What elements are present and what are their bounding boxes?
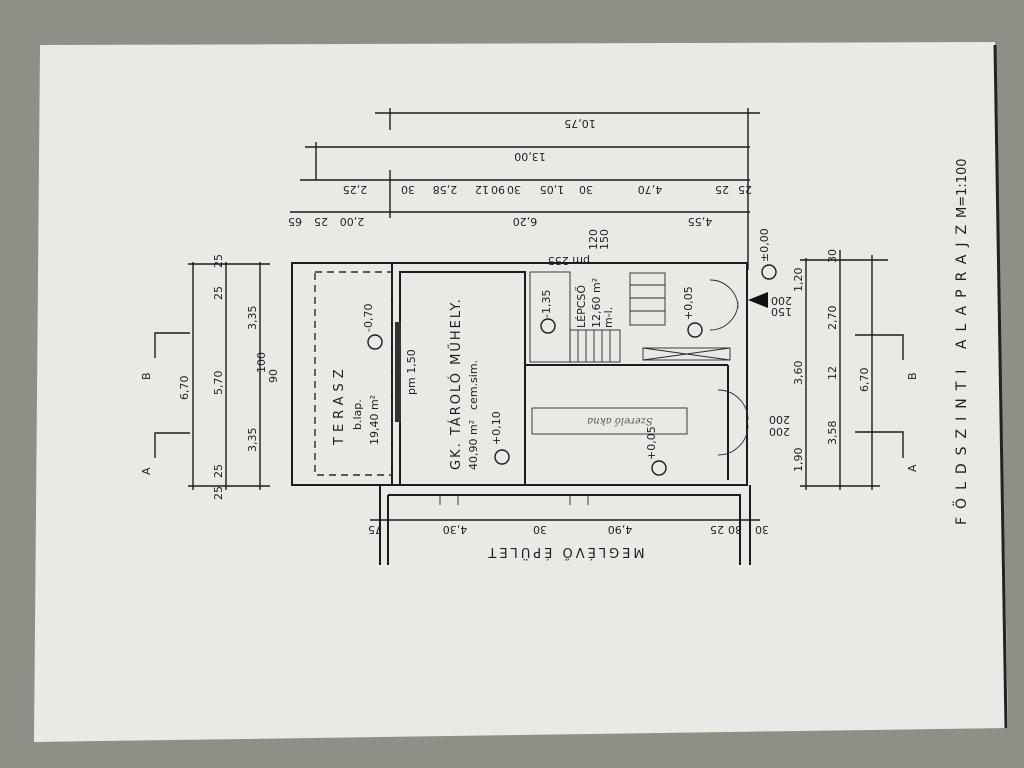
dim-label: 2,70 <box>826 306 839 331</box>
dim-label: 25 <box>212 254 225 268</box>
garage-area: 40,90 m² <box>467 420 480 470</box>
level-marker-icon <box>687 322 703 338</box>
terrace-level: -0,70 <box>362 304 375 332</box>
dim-label: 2,58 <box>433 183 458 196</box>
dim-label: 1,90 <box>792 448 805 473</box>
opening-label: 200 <box>769 413 790 426</box>
dim-label: 3,35 <box>246 428 259 453</box>
paper-sheet <box>34 42 1008 742</box>
window-main-label: pm 1,50 <box>405 349 418 395</box>
dim-label: 30 <box>728 523 742 536</box>
terrace-area: 19,40 m² <box>368 395 381 445</box>
dim-label: 25 <box>710 523 724 536</box>
right-dimensions: 1,20 3,60 1,90 30 2,70 12 3,58 6,70 B A <box>792 249 919 490</box>
dim-label: 12 <box>475 183 489 196</box>
dim-label: 65 <box>288 215 302 228</box>
existing-building-label: MEGLÉVŐ ÉPÜLET <box>485 544 644 561</box>
dim-label: 25 <box>738 183 752 196</box>
opening-label: 200 <box>771 294 792 307</box>
terrace-floor: b.lap. <box>351 399 364 430</box>
level-marker-icon <box>367 334 383 350</box>
stair-name: LÉPCSŐ <box>574 285 588 328</box>
garage-level: +0,10 <box>490 411 503 445</box>
dim-label: 25 <box>212 486 225 500</box>
section-a-label-right: A <box>906 464 919 472</box>
entrance-level: ±0,00 <box>758 228 771 262</box>
dim-label: 25 <box>715 183 729 196</box>
dim-label: 25 <box>212 286 225 300</box>
left-dimensions: 6,70 25 5,70 25 25 3,35 3,35 25 B A <box>140 254 270 500</box>
dim-label: 4,55 <box>688 215 713 228</box>
dim-label: 75 <box>368 523 382 536</box>
opening-label: 120 <box>587 229 600 250</box>
level-marker-icon <box>651 460 667 476</box>
dim-label: 4,30 <box>443 523 468 536</box>
hall-level: +0,05 <box>682 286 695 320</box>
garage-floor: cem.sim. <box>467 360 480 410</box>
dim-top-13-00: 13,00 <box>514 150 546 163</box>
level-marker-icon <box>540 318 556 334</box>
dim-label: 3,35 <box>246 306 259 331</box>
dim-label: 30 <box>579 183 593 196</box>
dim-label: 2,25 <box>343 183 368 196</box>
dim-top-10-75: 10,75 <box>564 117 596 130</box>
level-markers <box>367 264 777 476</box>
dim-label: 25 <box>314 215 328 228</box>
level-marker-icon <box>494 449 510 465</box>
inspection-pit <box>531 407 688 435</box>
drawing-title: FÖLDSZINTI ALAPRAJZ <box>952 217 970 525</box>
opening-label: pm 255 <box>548 254 590 267</box>
dim-label: 30 <box>755 523 769 536</box>
terrace-name: TERASZ <box>332 364 347 446</box>
dim-label: 12 <box>826 366 839 380</box>
dim-label: 2,00 <box>340 215 365 228</box>
dim-label: 6,20 <box>513 215 538 228</box>
dim-label: 90 <box>491 183 505 196</box>
dim-label: 6,70 <box>858 368 871 393</box>
opening-label: 150 <box>598 229 611 250</box>
dim-label: 30 <box>401 183 415 196</box>
window <box>395 322 401 422</box>
stair-floor: m-l. <box>602 307 615 328</box>
dim-label: 5,70 <box>212 371 225 396</box>
dim-label: 3,58 <box>826 421 839 446</box>
dim-label: 4,90 <box>608 523 633 536</box>
section-b-label-right: B <box>906 372 919 380</box>
dim-label: 30 <box>826 249 839 263</box>
dim-label: 6,70 <box>178 376 191 401</box>
dim-label: 30 <box>507 183 521 196</box>
pit-level: -1,35 <box>540 290 553 318</box>
inspection-pit-label: Szerelő akna <box>587 415 653 426</box>
dim-label: 30 <box>533 523 547 536</box>
building-plan <box>291 262 768 565</box>
opening-label: 90 <box>267 369 280 383</box>
bottom-dimensions: 75 4,30 30 4,90 25 30 30 MEGLÉVŐ ÉPÜLET <box>368 523 769 561</box>
drawing-scale: M=1:100 <box>955 158 970 218</box>
dim-label: 3,60 <box>792 361 805 386</box>
opening-label: 100 <box>255 352 268 373</box>
opening-label: 200 <box>769 425 790 438</box>
opening-label: 150 <box>771 305 792 318</box>
top-dimensions: 10,75 13,00 2,25 30 2,58 12 90 30 1,05 3… <box>288 108 760 270</box>
garage-name: GK. TÁROLÓ MŰHELY. <box>448 297 464 470</box>
dim-label: 25 <box>212 464 225 478</box>
garage-front-level: +0,05 <box>645 426 658 460</box>
section-a-label-left: A <box>140 467 153 475</box>
dim-label: 4,70 <box>638 183 663 196</box>
stair-area: 12,60 m² <box>590 278 603 328</box>
paper-edge <box>993 44 1008 729</box>
entrance-arrow-icon <box>748 292 768 308</box>
dim-label: 1,20 <box>792 268 805 293</box>
level-marker-icon <box>761 264 777 280</box>
dim-label: 1,05 <box>540 183 565 196</box>
section-b-label-left: B <box>140 372 153 380</box>
